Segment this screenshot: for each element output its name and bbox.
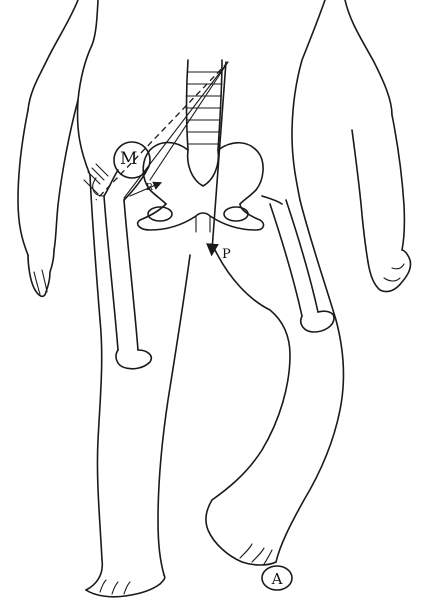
right-shoulder-line xyxy=(345,0,392,115)
label-p: P xyxy=(222,247,231,262)
right-iliac-crest xyxy=(218,143,263,204)
label-m: M xyxy=(120,149,137,169)
right-obturator-foramen xyxy=(224,207,248,221)
left-shoulder-line xyxy=(28,0,78,110)
right-knee-condyles xyxy=(301,311,334,332)
left-torso-line xyxy=(78,0,99,175)
left-toes xyxy=(100,580,130,594)
left-arm-outer xyxy=(18,110,28,255)
left-femur-shaft xyxy=(104,196,138,350)
pubic-symphysis xyxy=(196,216,210,232)
right-femur-neck xyxy=(262,196,282,204)
left-leg-outer xyxy=(86,175,102,590)
muscle-force-dashed-line xyxy=(96,62,228,200)
right-torso-line xyxy=(292,0,325,200)
left-knee-condyles xyxy=(116,350,151,369)
left-hand xyxy=(28,250,54,296)
sacrum xyxy=(188,150,219,186)
left-iliac-crest xyxy=(143,143,188,205)
right-femur-shaft xyxy=(270,200,318,316)
force-lines xyxy=(96,62,228,250)
panel-label: A xyxy=(262,566,292,590)
right-hand xyxy=(368,250,411,292)
left-foot xyxy=(86,575,165,597)
right-toes xyxy=(240,544,272,564)
left-arm-inner xyxy=(54,100,78,250)
panel-label-text: A xyxy=(271,570,283,588)
right-arm-outer xyxy=(392,115,404,250)
label-r: R xyxy=(146,183,153,193)
left-leg-inner xyxy=(158,255,190,575)
right-hand-fingers xyxy=(384,264,404,281)
vertebra-lines xyxy=(186,72,222,144)
resultant-force-line xyxy=(150,62,228,180)
body-outline xyxy=(18,0,411,296)
right-leg-inner xyxy=(212,250,290,500)
legs-outline xyxy=(86,175,343,597)
right-foot xyxy=(206,500,276,565)
spine-left-edge xyxy=(187,60,189,150)
right-arm-inner xyxy=(352,130,368,262)
